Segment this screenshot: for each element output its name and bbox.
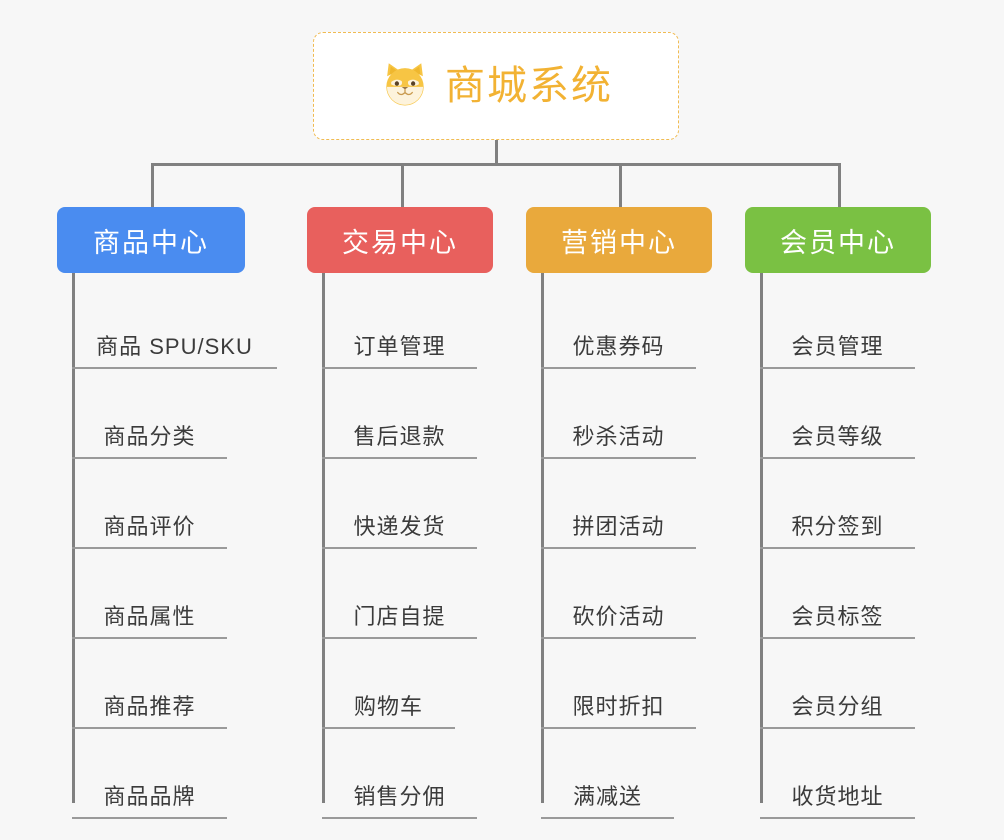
leaf-label: 砍价活动 xyxy=(572,604,665,629)
connector-drop-4 xyxy=(838,163,841,209)
branch-title: 营销中心 xyxy=(561,227,677,258)
connector-horizontal-bus xyxy=(151,163,841,166)
leaf-label: 会员分组 xyxy=(791,694,884,719)
branch-spine xyxy=(541,273,544,803)
leaf-item[interactable]: 会员分组 xyxy=(760,633,915,729)
leaf-label: 拼团活动 xyxy=(572,514,665,539)
leaf-label: 积分签到 xyxy=(791,514,884,539)
leaf-item[interactable]: 优惠券码 xyxy=(541,273,696,369)
branch-title: 会员中心 xyxy=(780,227,896,258)
leaf-item[interactable]: 秒杀活动 xyxy=(541,363,696,459)
leaf-label: 收货地址 xyxy=(791,784,884,809)
leaf-label: 商品品牌 xyxy=(103,784,196,809)
leaf-item[interactable]: 销售分佣 xyxy=(322,723,477,819)
branch-title: 商品中心 xyxy=(93,227,209,258)
branch-header-product-center[interactable]: 商品中心 xyxy=(57,207,245,273)
leaf-item[interactable]: 砍价活动 xyxy=(541,543,696,639)
leaf-label: 商品推荐 xyxy=(103,694,196,719)
leaf-item[interactable]: 商品分类 xyxy=(72,363,227,459)
leaf-label: 快递发货 xyxy=(353,514,446,539)
branch-spine xyxy=(72,273,75,803)
leaf-item[interactable]: 会员管理 xyxy=(760,273,915,369)
leaf-item[interactable]: 快递发货 xyxy=(322,453,477,549)
branch-spine xyxy=(760,273,763,803)
leaf-item[interactable]: 会员标签 xyxy=(760,543,915,639)
root-title: 商城系统 xyxy=(445,64,613,108)
leaf-label: 限时折扣 xyxy=(572,694,665,719)
leaf-item[interactable]: 满减送 xyxy=(541,723,674,819)
leaf-label: 售后退款 xyxy=(353,424,446,449)
branch-header-marketing-center[interactable]: 营销中心 xyxy=(526,207,712,273)
leaf-item[interactable]: 拼团活动 xyxy=(541,453,696,549)
leaf-item[interactable]: 商品 SPU/SKU xyxy=(72,273,277,369)
leaf-label: 购物车 xyxy=(353,694,423,719)
leaf-label: 优惠券码 xyxy=(572,334,665,359)
root-node[interactable]: 商城系统 xyxy=(313,32,679,140)
leaf-item[interactable]: 会员等级 xyxy=(760,363,915,459)
branch-header-trade-center[interactable]: 交易中心 xyxy=(307,207,493,273)
leaf-label: 商品属性 xyxy=(103,604,196,629)
leaf-label: 商品评价 xyxy=(103,514,196,539)
leaf-label: 满减送 xyxy=(572,784,642,809)
shiba-dog-face-icon xyxy=(379,60,431,112)
leaf-label: 会员管理 xyxy=(791,334,884,359)
leaf-label: 秒杀活动 xyxy=(572,424,665,449)
leaf-label: 订单管理 xyxy=(353,334,446,359)
leaf-item[interactable]: 售后退款 xyxy=(322,363,477,459)
leaf-item[interactable]: 商品推荐 xyxy=(72,633,227,729)
leaf-item[interactable]: 门店自提 xyxy=(322,543,477,639)
leaf-item[interactable]: 购物车 xyxy=(322,633,455,729)
connector-drop-3 xyxy=(619,163,622,209)
leaf-label: 会员标签 xyxy=(791,604,884,629)
branch-header-member-center[interactable]: 会员中心 xyxy=(745,207,931,273)
leaf-item[interactable]: 收货地址 xyxy=(760,723,915,819)
leaf-label: 商品 SPU/SKU xyxy=(96,334,253,359)
branch-spine xyxy=(322,273,325,803)
leaf-item[interactable]: 积分签到 xyxy=(760,453,915,549)
leaf-item[interactable]: 商品属性 xyxy=(72,543,227,639)
leaf-label: 商品分类 xyxy=(103,424,196,449)
connector-drop-2 xyxy=(401,163,404,209)
leaf-label: 销售分佣 xyxy=(353,784,446,809)
leaf-item[interactable]: 订单管理 xyxy=(322,273,477,369)
branch-title: 交易中心 xyxy=(342,227,458,258)
connector-drop-1 xyxy=(151,163,154,209)
connector-root-stem xyxy=(495,140,498,165)
leaf-item[interactable]: 限时折扣 xyxy=(541,633,696,729)
leaf-label: 门店自提 xyxy=(353,604,446,629)
leaf-label: 会员等级 xyxy=(791,424,884,449)
leaf-item[interactable]: 商品品牌 xyxy=(72,723,227,819)
leaf-item[interactable]: 商品评价 xyxy=(72,453,227,549)
